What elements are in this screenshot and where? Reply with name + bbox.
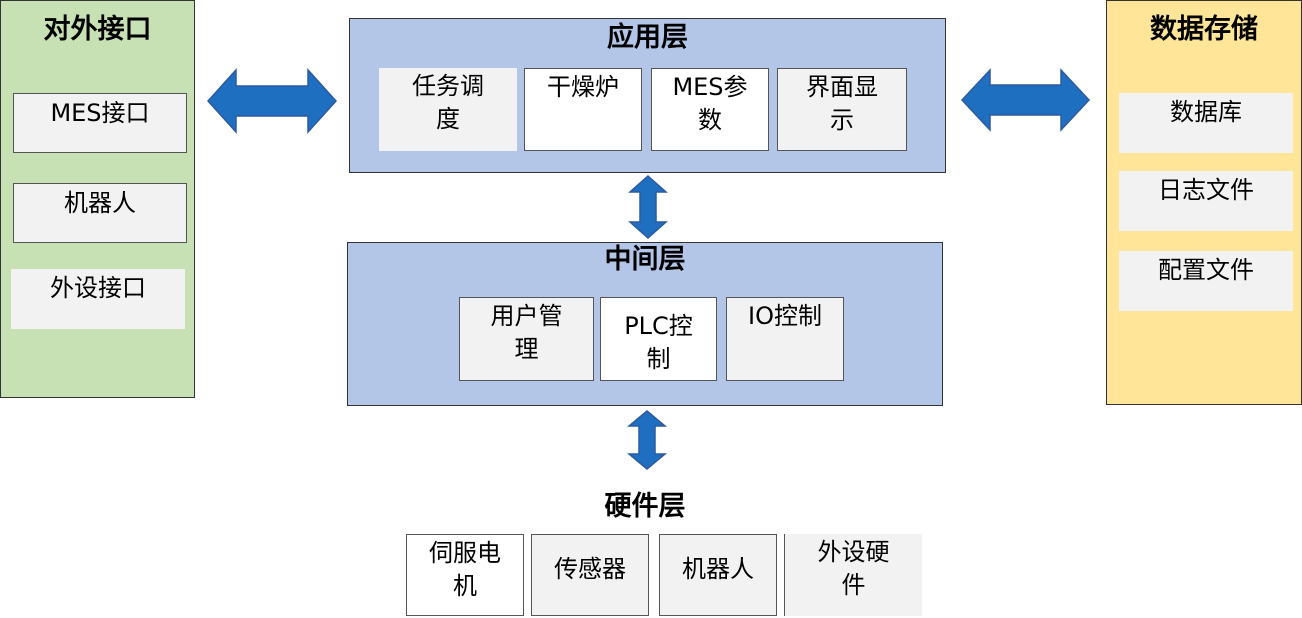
application-layer-panel: 应用层 任务调 度 干燥炉 MES参 数 界面显 示 (349, 18, 946, 173)
external-interface-title: 对外接口 (43, 14, 152, 45)
drying-oven-box: 干燥炉 (524, 68, 642, 151)
user-management-box: 用户管 理 (459, 297, 594, 381)
external-interface-panel: 对外接口 MES接口 机器人 外设接口 (0, 0, 195, 398)
mes-interface-box: MES接口 (13, 93, 187, 153)
right-double-arrow-icon (960, 68, 1091, 132)
hardware-layer-title: 硬件层 (604, 491, 686, 522)
application-layer-title: 应用层 (607, 22, 688, 53)
peripheral-hardware-box: 外设硬 件 (784, 534, 922, 616)
io-control-box: IO控制 (726, 297, 844, 381)
middle-layer-panel: 中间层 用户管 理 PLC控 制 IO控制 (347, 242, 943, 406)
plc-control-box: PLC控 制 (600, 297, 717, 381)
config-file-box: 配置文件 (1119, 251, 1293, 311)
database-box: 数据库 (1119, 93, 1293, 153)
robot-hardware-box: 机器人 (659, 534, 777, 616)
data-storage-title: 数据存储 (1150, 14, 1258, 45)
robot-interface-box: 机器人 (13, 183, 187, 243)
lower-vertical-double-arrow-icon (626, 410, 668, 470)
mes-parameters-box: MES参 数 (651, 68, 769, 151)
ui-display-box: 界面显 示 (777, 68, 907, 151)
upper-vertical-double-arrow-icon (628, 174, 668, 240)
log-file-box: 日志文件 (1119, 171, 1293, 231)
middle-layer-title: 中间层 (604, 244, 686, 275)
servo-motor-box: 伺服电 机 (406, 534, 524, 616)
sensor-box: 传感器 (531, 534, 649, 616)
peripheral-interface-box: 外设接口 (11, 269, 185, 329)
task-scheduling-box: 任务调 度 (379, 68, 517, 151)
left-double-arrow-icon (206, 68, 338, 134)
data-storage-panel: 数据存储 数据库 日志文件 配置文件 (1106, 0, 1302, 405)
